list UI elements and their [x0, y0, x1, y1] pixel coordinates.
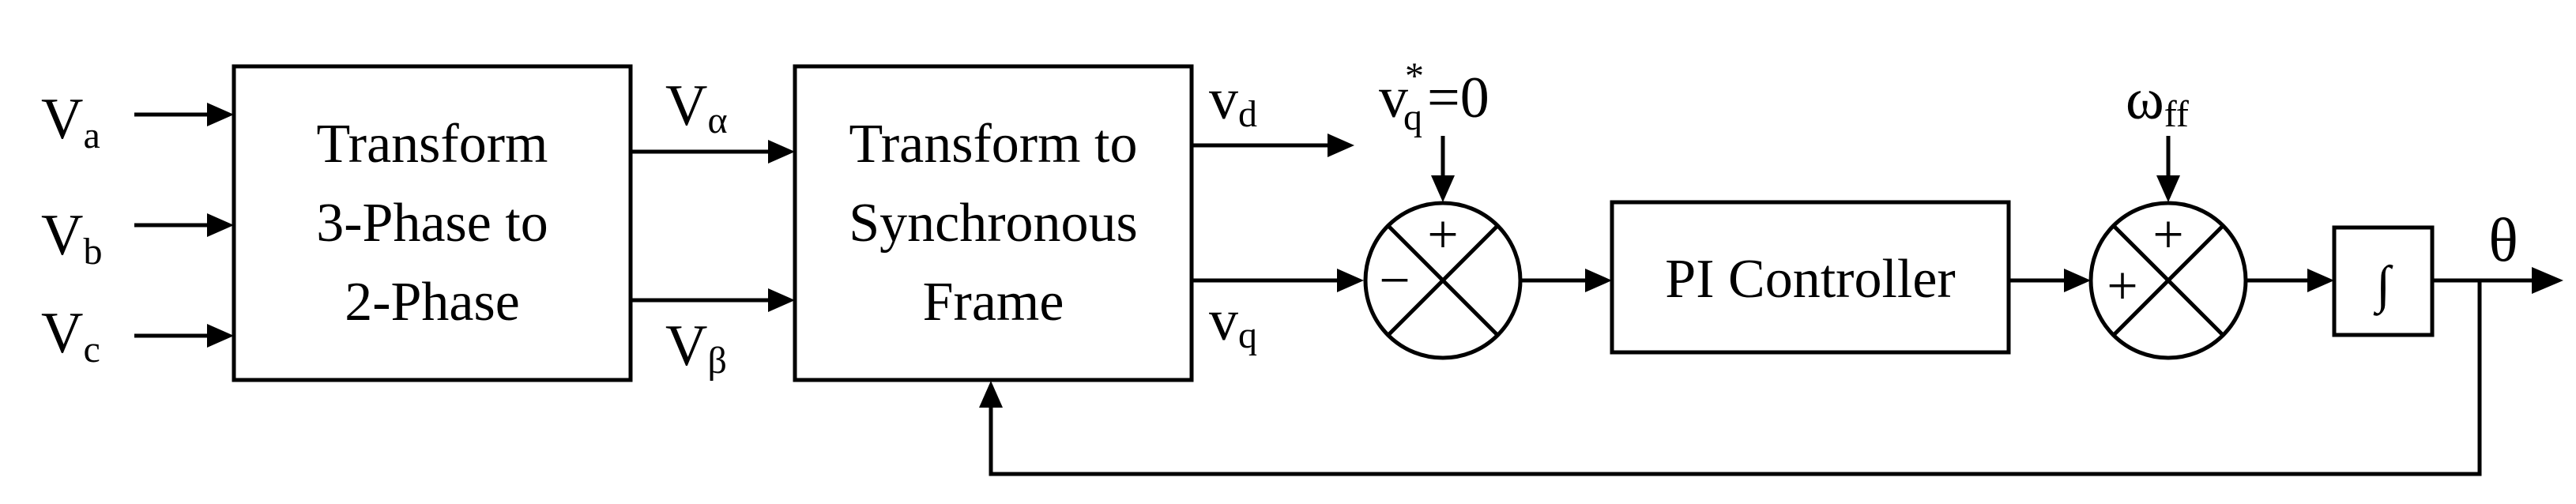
summer2-left-sign: +	[2107, 256, 2137, 317]
input-vc-label: Vc	[41, 301, 100, 370]
vq-reference-arrow	[1431, 136, 1455, 202]
summer1-top-sign: +	[1427, 205, 1458, 265]
pi-controller-label: PI Controller	[1665, 249, 1955, 310]
input-arrows	[134, 103, 234, 348]
integral-icon: ∫	[2373, 256, 2393, 316]
theta-label: θ	[2488, 205, 2518, 274]
block2-line2: Synchronous	[849, 193, 1138, 254]
summing-junction-2: + +	[2088, 201, 2248, 360]
vd-arrow	[1192, 134, 1354, 157]
transform-3phase-to-2phase-block: Transform 3-Phase to 2-Phase	[232, 64, 633, 382]
summer2-top-sign: +	[2152, 205, 2183, 265]
vq-arrow	[1192, 269, 1364, 292]
block1-line1: Transform	[317, 114, 548, 175]
pi-controller-block: PI Controller	[1610, 200, 2011, 355]
valpha-label: Vα	[665, 73, 728, 141]
block2-line3: Frame	[923, 272, 1064, 333]
block2-line1: Transform to	[849, 114, 1138, 175]
vq-reference-label: vq*=0	[1379, 55, 1489, 138]
vd-label: vd	[1209, 67, 1257, 135]
input-va-label: Va	[41, 87, 100, 156]
summer1-to-pi-arrow	[1520, 269, 1612, 292]
transform-synchronous-frame-block: Transform to Synchronous Frame	[793, 64, 1194, 382]
input-vb-label: Vb	[41, 203, 102, 273]
block1-line2: 3-Phase to	[316, 193, 548, 254]
pi-to-summer2-arrow	[2009, 269, 2091, 292]
feedback-path	[979, 280, 2482, 476]
summing-junction-1: + −	[1363, 201, 1523, 360]
summer1-left-sign: −	[1379, 250, 1410, 311]
omega-ff-arrow	[2156, 136, 2180, 202]
valpha-arrow	[631, 140, 795, 164]
summer2-to-integrator-arrow	[2246, 269, 2334, 292]
integrator-block: ∫	[2332, 225, 2435, 337]
vq-label: vq	[1209, 288, 1257, 356]
theta-output-arrow	[2432, 267, 2563, 294]
vbeta-arrow	[631, 288, 795, 312]
vbeta-label: Vβ	[665, 314, 727, 382]
block1-line3: 2-Phase	[345, 272, 520, 333]
omega-ff-label: ωff	[2126, 67, 2189, 135]
